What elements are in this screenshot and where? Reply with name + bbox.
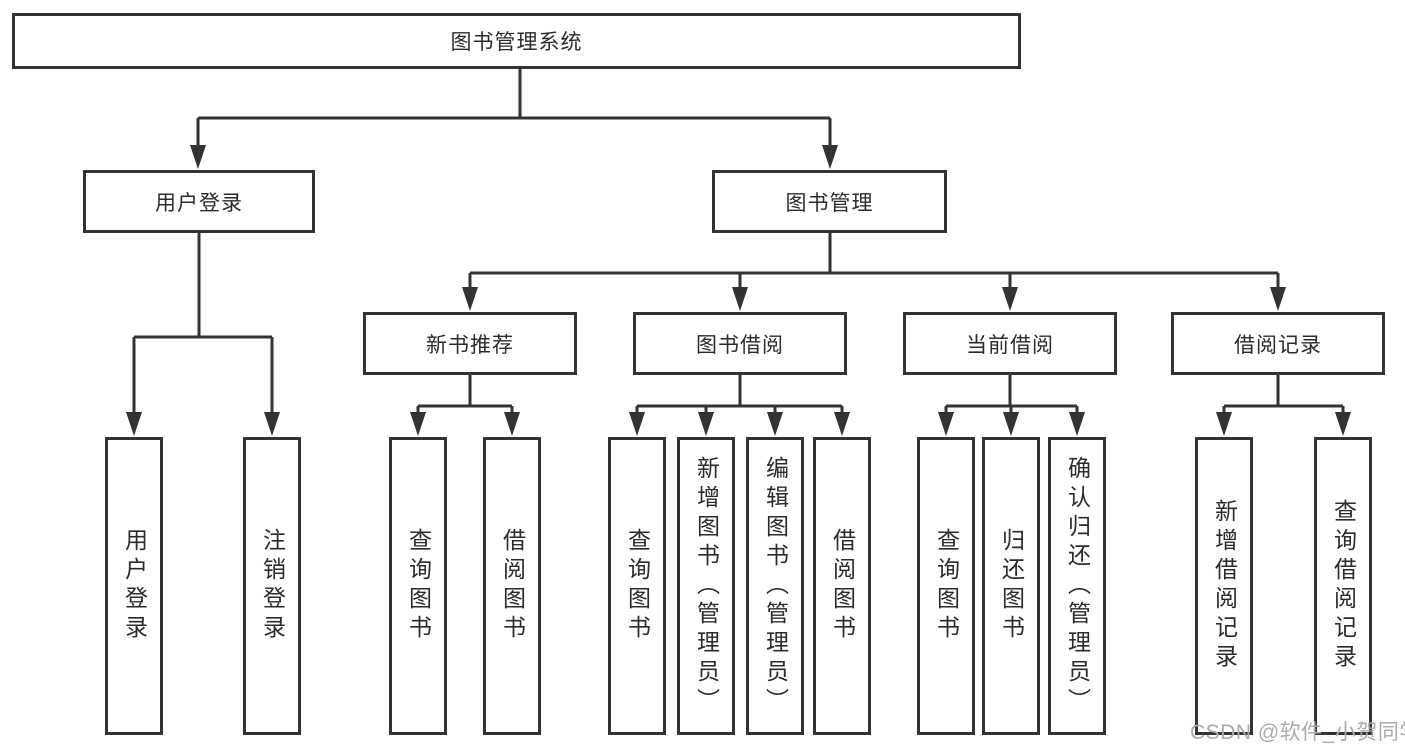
node-label: 新增借阅记录 [1211, 499, 1238, 673]
node-borrow-edit-books-admin: 编辑图书（管理员） [746, 437, 804, 735]
node-book-management: 图书管理 [712, 170, 947, 233]
node-borrow-query-books: 查询图书 [608, 437, 666, 735]
node-label: 借阅图书 [829, 528, 856, 644]
node-current-return-books: 归还图书 [982, 437, 1040, 735]
node-current-confirm-return-admin: 确认归还（管理员） [1048, 437, 1106, 735]
node-book-borrow: 图书借阅 [633, 312, 847, 375]
node-new-book-recommend: 新书推荐 [363, 312, 577, 375]
node-records-query-record: 查询借阅记录 [1314, 437, 1372, 735]
node-current-borrow: 当前借阅 [903, 312, 1117, 375]
node-label: 用户登录 [121, 528, 148, 644]
node-newbooks-borrow-books: 借阅图书 [483, 437, 541, 735]
node-label: 归还图书 [998, 528, 1025, 644]
node-label: 编辑图书（管理员） [762, 455, 789, 717]
node-logout: 注销登录 [243, 437, 301, 735]
watermark: CSDN @软件_小贺同学 [1190, 721, 1405, 744]
node-records-add-record: 新增借阅记录 [1195, 437, 1253, 735]
node-user-login: 用户登录 [83, 170, 315, 233]
node-borrow-borrow-books: 借阅图书 [813, 437, 871, 735]
node-label: 查询图书 [624, 528, 651, 644]
node-label: 新增图书（管理员） [693, 455, 720, 717]
node-library-system: 图书管理系统 [12, 13, 1021, 69]
node-label: 查询借阅记录 [1330, 499, 1357, 673]
node-borrow-add-books-admin: 新增图书（管理员） [677, 437, 735, 735]
node-label: 注销登录 [259, 528, 286, 644]
node-newbooks-query-books: 查询图书 [389, 437, 447, 735]
node-label: 确认归还（管理员） [1064, 455, 1091, 717]
node-label: 借阅图书 [499, 528, 526, 644]
node-user-login-action: 用户登录 [105, 437, 163, 735]
node-current-query-books: 查询图书 [917, 437, 975, 735]
node-label: 查询图书 [405, 528, 432, 644]
arrowheads [126, 145, 1351, 436]
node-label: 查询图书 [933, 528, 960, 644]
node-borrow-records: 借阅记录 [1171, 312, 1385, 375]
